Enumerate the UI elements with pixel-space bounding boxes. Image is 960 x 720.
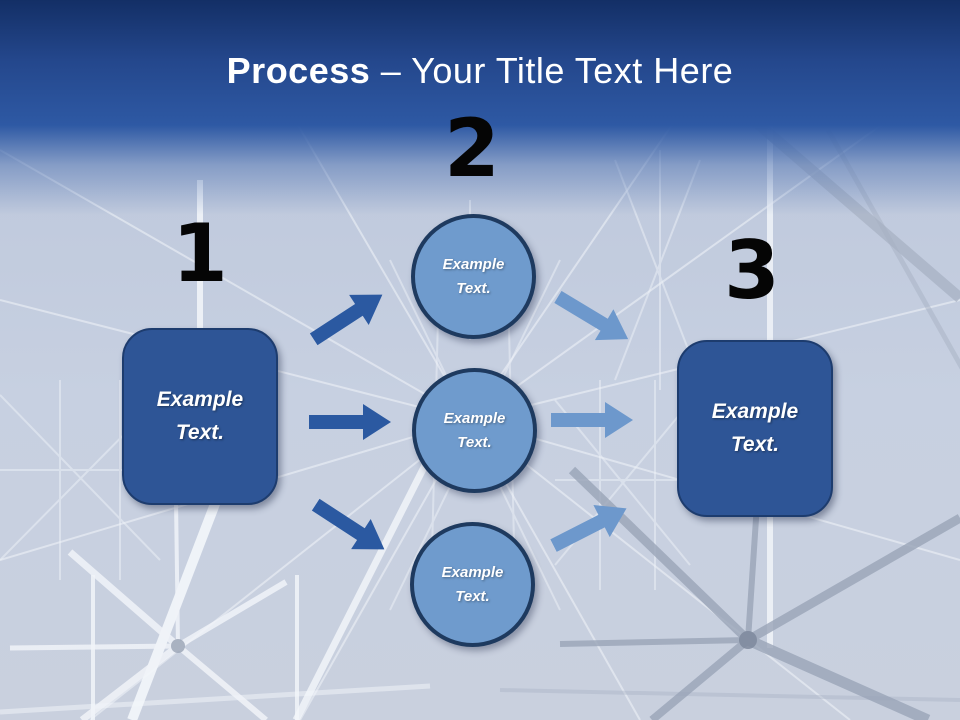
process-circle-label: Example Text. — [441, 563, 504, 605]
process-box-label: Example Text. — [711, 399, 799, 456]
process-box-step-1: Example Text. — [122, 328, 278, 505]
header-band: Process – Your Title Text Here — [0, 0, 960, 215]
process-circle-label: Example Text. — [443, 409, 506, 451]
arrow-right-icon — [551, 402, 633, 438]
process-circle-top: Example Text. — [411, 214, 536, 339]
step-number-2: 2 — [444, 102, 500, 195]
connector-arrow-left-top — [304, 280, 392, 355]
bottom-left-junction — [9, 499, 288, 720]
step-number-3: 3 — [724, 224, 780, 317]
title-subtitle: – Your Title Text Here — [370, 50, 734, 91]
connector-arrow-right-middle — [551, 402, 633, 438]
arrow-right-icon — [309, 404, 391, 440]
process-box-label: Example Text. — [156, 387, 244, 444]
connector-arrow-left-bottom — [306, 490, 394, 565]
step-number-1: 1 — [172, 207, 228, 300]
title-keyword: Process — [226, 50, 371, 91]
connector-arrow-right-top — [549, 281, 638, 354]
bottom-left-junction-hub — [171, 639, 185, 653]
process-circle-label: Example Text. — [442, 255, 505, 297]
connector-arrow-left-middle — [309, 404, 391, 440]
bottom-right-junction-hub — [739, 631, 757, 649]
arrow-right-icon — [309, 294, 383, 346]
page-title: Process – Your Title Text Here — [0, 50, 960, 92]
arrow-right-icon — [550, 505, 627, 552]
process-circle-bottom: Example Text. — [410, 522, 535, 647]
process-box-step-3: Example Text. — [677, 340, 833, 517]
connector-arrow-right-bottom — [545, 492, 634, 561]
arrow-right-icon — [311, 498, 385, 550]
process-circle-middle: Example Text. — [412, 368, 537, 493]
arrow-right-icon — [554, 290, 629, 341]
